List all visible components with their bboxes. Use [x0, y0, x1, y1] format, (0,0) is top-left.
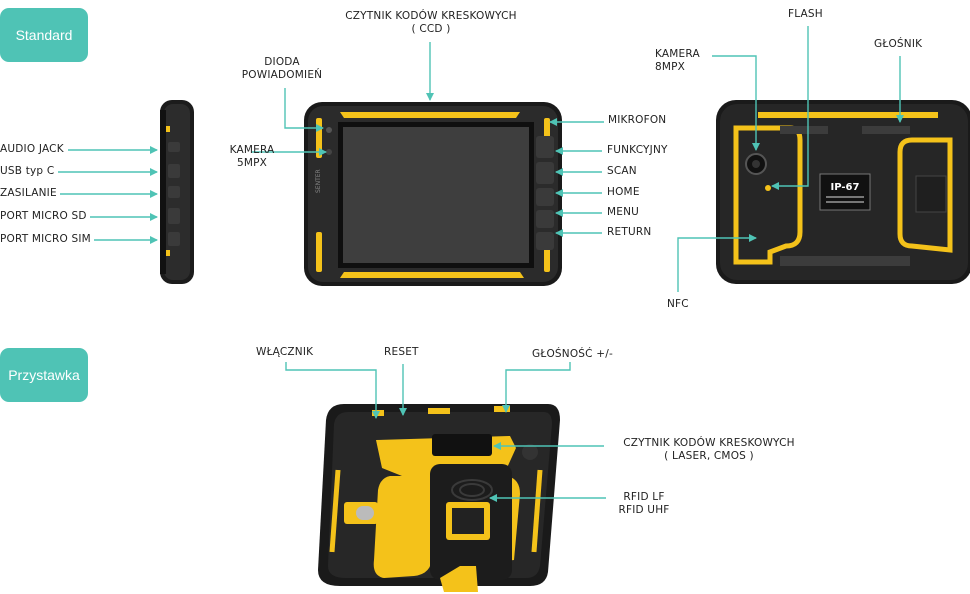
tablet-side-view — [160, 100, 194, 284]
label-nfc: NFC — [667, 298, 689, 310]
label-micro-sd: PORT MICRO SD — [0, 210, 87, 222]
label-microphone: MIKROFON — [608, 114, 667, 126]
label-home-key: HOME — [607, 186, 640, 198]
label-menu-key: MENU — [607, 206, 640, 218]
label-barcode-laser: CZYTNIK KODÓW KRESKOWYCH( LASER, CMOS ) — [623, 437, 795, 462]
label-power-button: WŁĄCZNIK — [256, 346, 314, 358]
callout-lines — [58, 26, 904, 502]
label-speaker: GŁOŚNIK — [874, 38, 923, 50]
section-badge-dock: Przystawka — [0, 348, 88, 402]
tablet-front-view: SENTER — [304, 102, 562, 286]
label-usb-c: USB typ C — [0, 165, 55, 177]
tablet-dock-view — [318, 404, 560, 592]
label-power: ZASILANIE — [0, 187, 57, 199]
label-volume: GŁOŚNOŚĆ +/- — [532, 348, 613, 360]
label-flash: FLASH — [788, 8, 823, 20]
label-reset: RESET — [384, 346, 419, 358]
section-badge-standard: Standard — [0, 8, 88, 62]
label-micro-sim: PORT MICRO SIM — [0, 233, 91, 245]
label-audio-jack: AUDIO JACK — [0, 143, 64, 155]
tablet-back-view: IP-67 — [716, 100, 970, 284]
label-function-key: FUNKCYJNY — [607, 144, 668, 156]
label-scan-key: SCAN — [607, 165, 637, 177]
label-barcode-ccd: CZYTNIK KODÓW KRESKOWYCH( CCD ) — [345, 10, 517, 35]
ip-rating-text: IP-67 — [831, 182, 860, 193]
label-return-key: RETURN — [607, 226, 652, 238]
brand-text-front: SENTER — [315, 169, 322, 193]
